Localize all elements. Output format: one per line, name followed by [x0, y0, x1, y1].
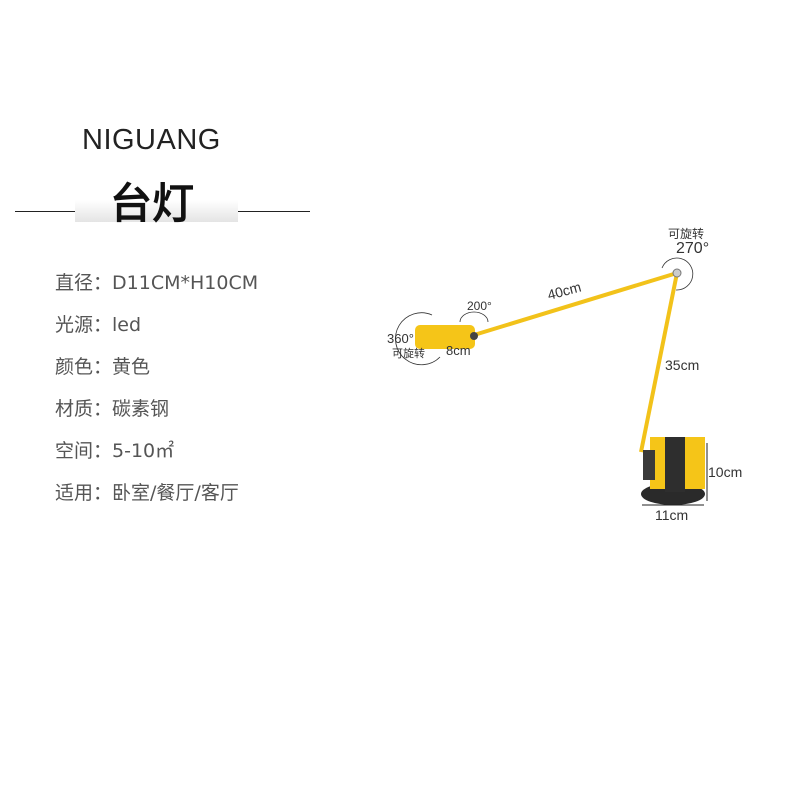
spec-label: 材质：	[55, 398, 113, 420]
spec-value: 黄色	[112, 356, 151, 378]
top-joint	[672, 268, 682, 278]
spec-value: 5-10㎡	[112, 440, 175, 462]
upper-arm-label: 40cm	[546, 279, 583, 303]
head-length-label: 8cm	[446, 343, 471, 358]
spec-diameter: 直径：D11CM*H10CM	[55, 268, 258, 310]
head-angle-label: 360°	[387, 331, 414, 346]
title-rule-left	[15, 211, 77, 212]
lower-arm-label: 35cm	[665, 357, 699, 373]
spec-material: 材质：碳素钢	[55, 394, 258, 436]
rotate-arc-head-joint	[459, 311, 489, 323]
brand-name: NIGUANG	[82, 124, 221, 156]
spec-value: 碳素钢	[112, 398, 170, 420]
spec-label: 适用：	[55, 482, 113, 504]
spec-usage: 适用：卧室/餐厅/客厅	[55, 478, 258, 520]
title-rule-right	[238, 211, 310, 212]
title-band	[75, 200, 238, 222]
spec-label: 光源：	[55, 314, 113, 336]
base-height-label: 10cm	[708, 464, 742, 480]
base-diameter-label: 11cm	[655, 507, 688, 523]
spec-label: 颜色：	[55, 356, 113, 378]
spec-light-source: 光源：led	[55, 310, 258, 352]
head-rotate-label: 可旋转	[392, 346, 425, 360]
spec-label: 直径：	[55, 272, 113, 294]
spec-list: 直径：D11CM*H10CM 光源：led 颜色：黄色 材质：碳素钢 空间：5-…	[55, 268, 258, 520]
base-box-band	[665, 437, 685, 492]
lower-arm	[639, 272, 679, 453]
upper-arm	[473, 271, 678, 337]
page-title: 台灯	[110, 179, 195, 228]
spec-value: 卧室/餐厅/客厅	[112, 482, 239, 504]
spec-value: D11CM*H10CM	[112, 272, 259, 294]
head-joint	[470, 332, 478, 340]
spec-space: 空间：5-10㎡	[55, 436, 258, 478]
spec-color: 颜色：黄色	[55, 352, 258, 394]
spec-label: 空间：	[55, 440, 113, 462]
lamp-head	[415, 325, 475, 349]
head-joint-angle-label: 200°	[467, 299, 492, 313]
top-angle-label: 270°	[676, 240, 709, 257]
rotate-arc-head	[395, 312, 441, 366]
top-rotate-label: 可旋转	[668, 226, 704, 241]
base-box-side	[643, 450, 655, 480]
spec-value: led	[112, 314, 142, 336]
rotate-arc-top	[661, 257, 694, 291]
